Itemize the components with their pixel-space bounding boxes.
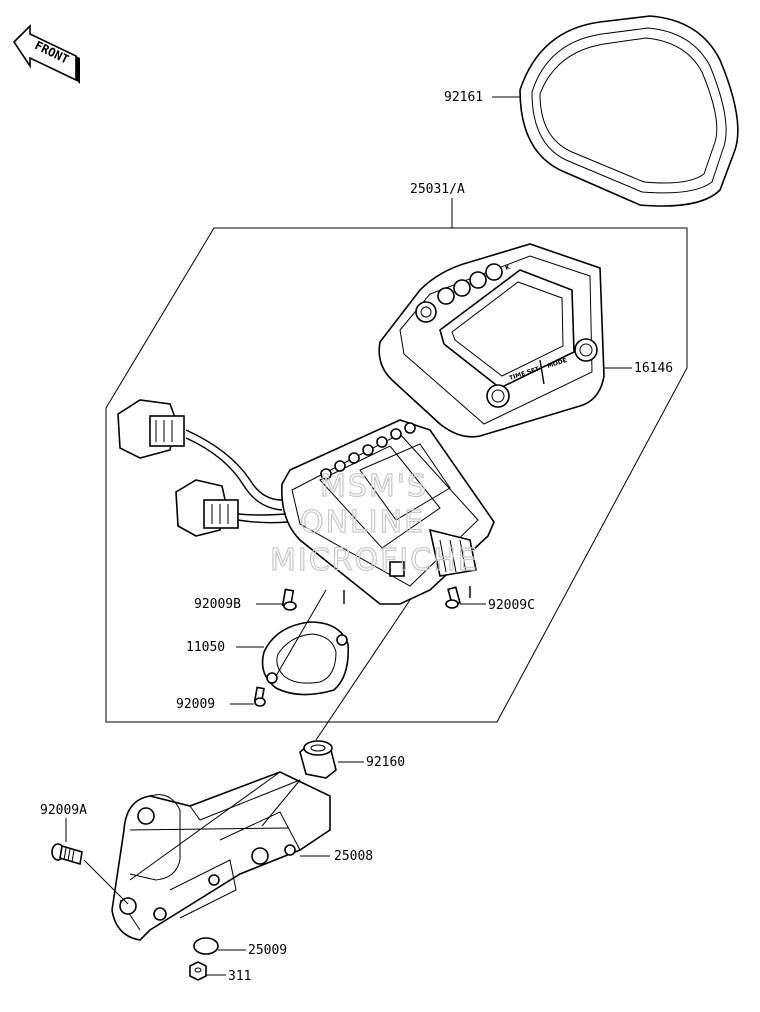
- watermark-line2: ONLINE: [300, 505, 425, 540]
- plate-11050: [261, 621, 350, 696]
- callout-92009: 92009: [176, 697, 215, 712]
- callout-92161: 92161: [444, 90, 483, 105]
- meter-body: [281, 419, 495, 605]
- watermark-line1: MSM'S: [320, 469, 428, 504]
- front-arrow-icon: FRONT: [12, 24, 80, 84]
- screw-92009b: [281, 588, 297, 611]
- screw-92009c: [445, 586, 461, 609]
- bolt-92009a: [51, 843, 83, 866]
- bracket-25008: [111, 771, 331, 941]
- screw-92009: [253, 686, 266, 707]
- callout-11050: 11050: [186, 640, 225, 655]
- callout-16146: 16146: [634, 361, 673, 376]
- washer-25009: [193, 937, 219, 955]
- callout-92009c: 92009C: [488, 598, 535, 613]
- meter-face-cover: K TIME SET MODE: [378, 243, 605, 438]
- grommet-92160: [299, 740, 337, 779]
- callout-25009: 25009: [248, 943, 287, 958]
- callout-92009a: 92009A: [40, 803, 87, 818]
- callout-92160: 92160: [366, 755, 405, 770]
- assembly-frame: [105, 227, 688, 723]
- callout-92009b: 92009B: [194, 597, 241, 612]
- gasket-92161: [519, 15, 739, 207]
- watermark-line3: MICROFICHE: [270, 543, 479, 578]
- callout-25031a: 25031/A: [410, 182, 465, 197]
- callout-311: 311: [228, 969, 251, 984]
- nut-311: [189, 961, 207, 981]
- watermark: MSM'S ONLINE MICROFICHE: [269, 468, 479, 578]
- callout-25008: 25008: [334, 849, 373, 864]
- wire-harness: [117, 399, 289, 537]
- logo-text: K: [504, 264, 511, 272]
